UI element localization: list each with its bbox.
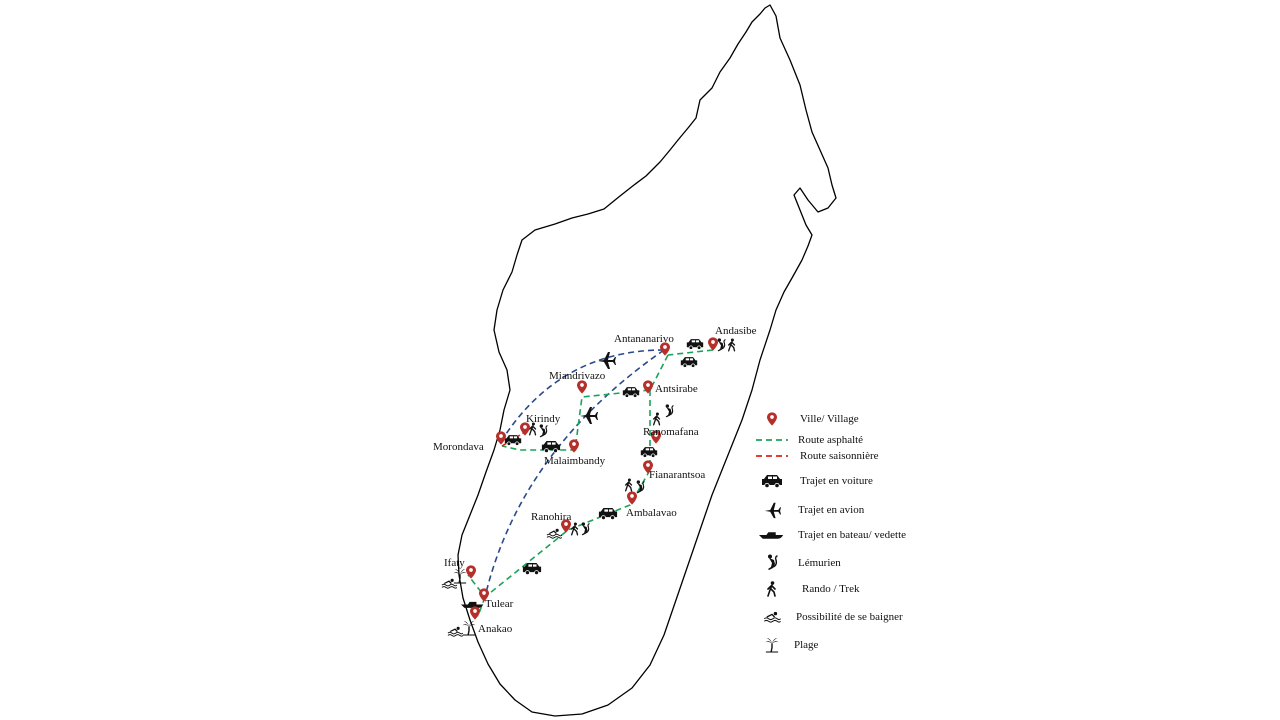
legend-row-beach: Plage (752, 634, 818, 656)
swim-icon (752, 607, 792, 627)
car-icon (686, 338, 704, 350)
lemur-icon (665, 404, 674, 418)
city-label-anakao: Anakao (478, 623, 513, 635)
legend-row-swim: Possibilité de se baigner (752, 606, 903, 628)
city-label-antananarivo: Antananarivo (614, 333, 674, 345)
hiker-icon (727, 338, 736, 352)
hiker-icon (652, 412, 661, 426)
swim-icon (546, 528, 562, 539)
city-marker-icon (466, 565, 476, 579)
map-pin-icon (752, 409, 792, 429)
legend-row-lemur: Lémurien (752, 552, 841, 574)
hiker-icon (624, 478, 633, 492)
boat-icon (752, 525, 792, 545)
city-label-fianarantsoa: Fianarantsoa (649, 469, 705, 481)
city-label-kirindy: Kirindy (526, 413, 561, 425)
hiker-icon (752, 579, 792, 599)
palm-icon (752, 635, 792, 655)
city-label-malaimbandy: Malaimbandy (544, 455, 606, 467)
car-icon (680, 356, 698, 368)
legend-label-swim: Possibilité de se baigner (796, 611, 903, 623)
legend-row-seasonal: Route saisonnière (752, 445, 879, 467)
city-labels: Antananarivo Andasibe Miandrivazo Antsir… (433, 325, 757, 635)
car-icon (622, 386, 640, 398)
paved-road-icon (752, 430, 792, 450)
city-marker-icon (496, 431, 506, 445)
city-label-ambalavao: Ambalavao (626, 507, 677, 519)
legend-label-lemur: Lémurien (798, 557, 841, 569)
legend-label-trek: Rando / Trek (802, 583, 860, 595)
city-marker-icon (708, 337, 718, 351)
city-label-ranomafana: Ranomafana (643, 426, 699, 438)
swim-icon (447, 626, 463, 637)
city-label-tulear: Tulear (485, 598, 514, 610)
city-label-miandrivazo: Miandrivazo (549, 370, 606, 382)
legend-row-paved: Route asphalté (752, 429, 863, 451)
city-marker-icon (643, 380, 653, 394)
city-label-morondava: Morondava (433, 441, 484, 453)
legend-row-plane: Trajet en avion (752, 499, 864, 521)
car-icon (598, 507, 618, 520)
city-label-antsirabe: Antsirabe (655, 383, 698, 395)
city-marker-icon (470, 606, 480, 620)
plane-icon (580, 407, 598, 424)
legend-label-car: Trajet en voiture (800, 475, 873, 487)
car-icon (752, 471, 792, 491)
seasonal-road-icon (752, 446, 792, 466)
city-label-ifaty: Ifaty (444, 557, 465, 569)
legend-label-plane: Trajet en avion (798, 504, 865, 516)
legend-label-village: Ville/ Village (800, 413, 859, 425)
flight-route-tana-tulear (484, 349, 665, 598)
legend-row-trek: Rando / Trek (752, 578, 859, 600)
city-marker-icon (577, 380, 587, 394)
legend-row-car: Trajet en voiture (752, 470, 873, 492)
palm-icon (453, 568, 467, 584)
city-marker-icon (627, 491, 637, 505)
car-icon (541, 440, 561, 453)
lemur-icon (752, 553, 792, 573)
legend-row-boat: Trajet en bateau/ vedette (752, 524, 906, 546)
lemur-icon (539, 424, 548, 438)
car-icon (640, 446, 658, 458)
madagascar-coastline (457, 4, 837, 717)
legend-row-village: Ville/ Village (752, 408, 859, 430)
legend-label-seasonal: Route saisonnière (800, 450, 879, 462)
city-label-ranohira: Ranohira (531, 511, 571, 523)
lemur-icon (581, 522, 590, 536)
legend-label-boat: Trajet en bateau/ vedette (798, 529, 907, 541)
plane-icon (752, 500, 792, 520)
flight-route-tana-morondava (501, 349, 665, 441)
hiker-icon (570, 522, 579, 536)
seasonal-road-route (501, 431, 526, 447)
legend-label-paved: Route asphalté (798, 434, 864, 446)
lemur-icon (717, 338, 726, 352)
city-label-andasibe: Andasibe (715, 325, 757, 337)
legend-label-beach: Plage (794, 639, 819, 651)
paved-road-route (467, 349, 714, 617)
